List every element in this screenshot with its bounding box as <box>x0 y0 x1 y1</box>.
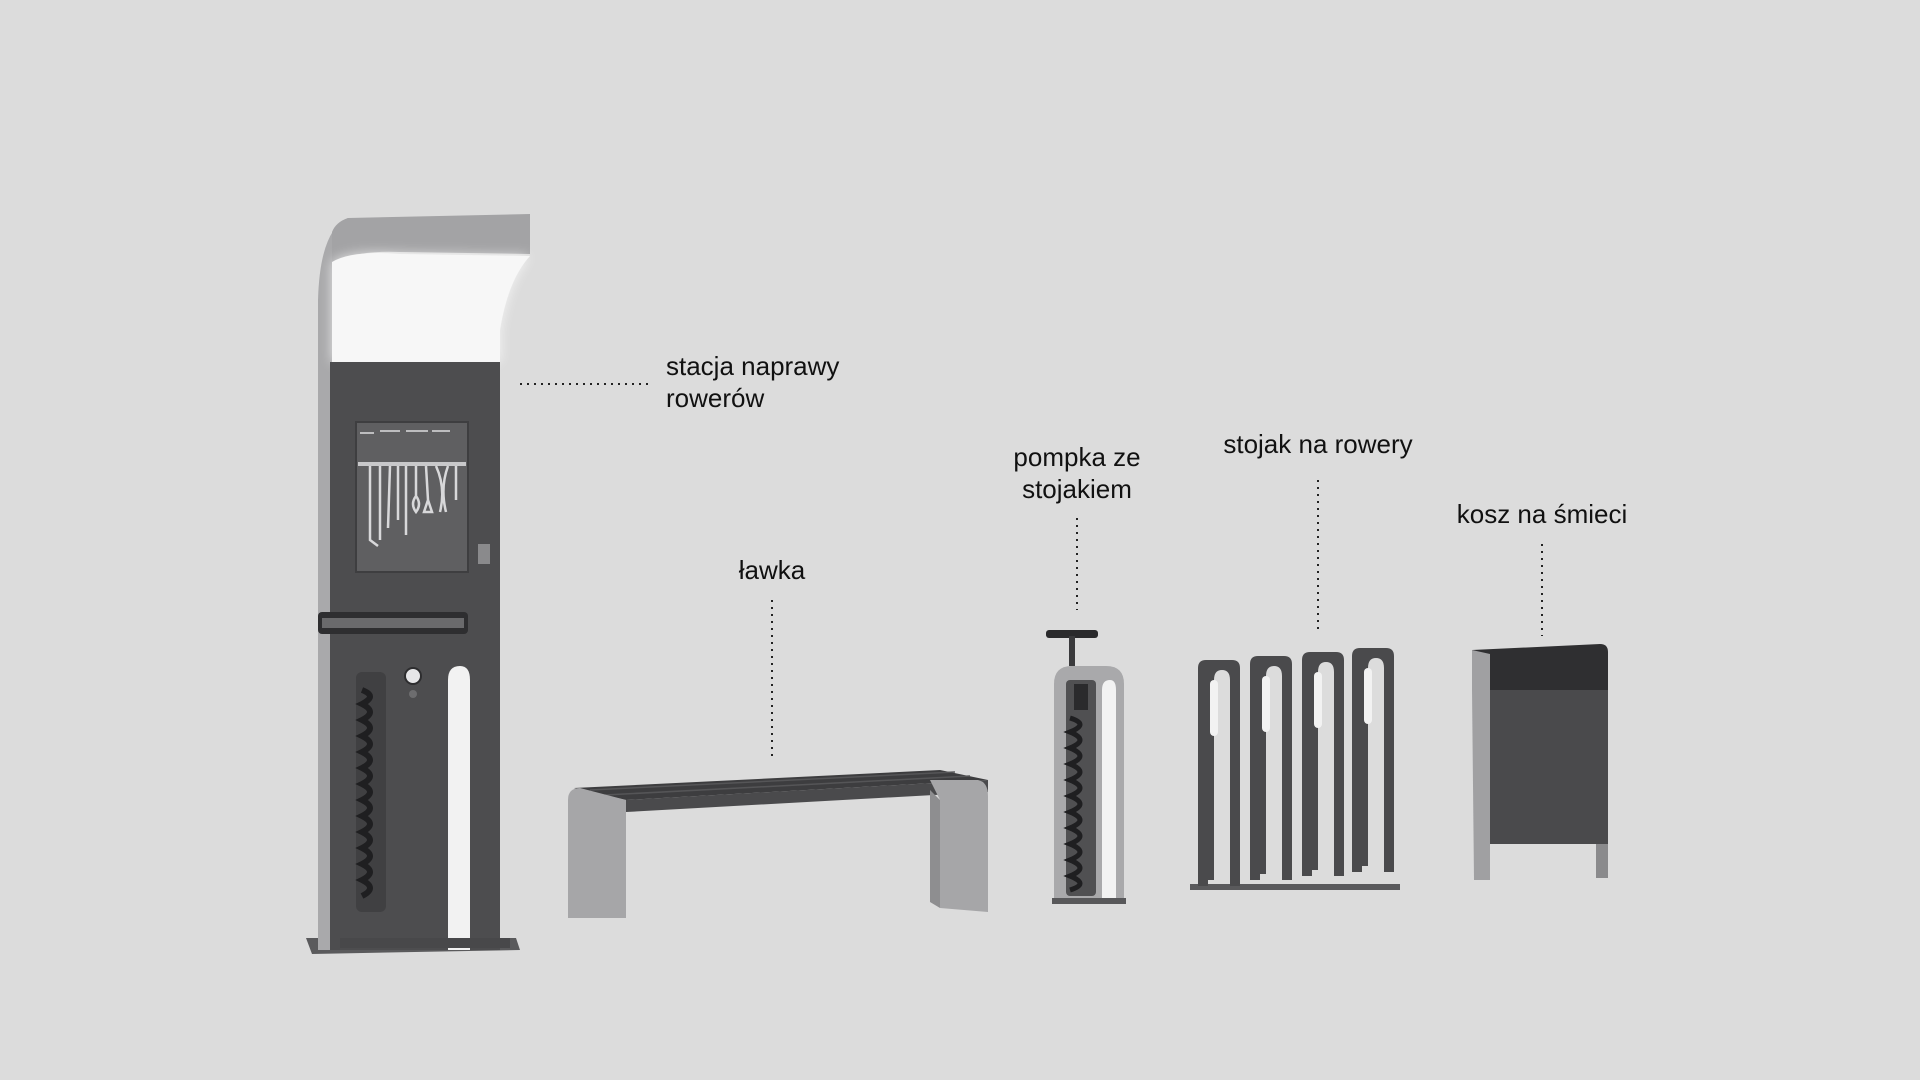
valve-icon <box>409 690 417 698</box>
repair-station-foot <box>340 938 510 948</box>
bike-rack-loop <box>1352 648 1394 872</box>
pump-with-stand <box>1046 630 1126 904</box>
pump-handle <box>1046 630 1098 638</box>
label-repair-station: stacja naprawy rowerów <box>666 350 839 414</box>
bench <box>568 770 988 918</box>
pump-shaft <box>1069 636 1075 666</box>
repair-station-cutout <box>448 666 470 950</box>
qr-code-icon <box>478 544 490 564</box>
label-pump-line1: pompka ze <box>1013 442 1141 472</box>
label-pump: pompka ze stojakiem <box>997 441 1157 505</box>
label-bike-rack: stojak na rowery <box>1223 429 1413 459</box>
bench-left-leg <box>568 788 626 918</box>
label-repair-station-line2: rowerów <box>666 383 765 413</box>
leader-lines <box>520 383 1543 760</box>
trash-bin-side <box>1472 650 1490 880</box>
trash-bin-lid <box>1472 644 1608 694</box>
pressure-gauge-icon <box>404 667 422 685</box>
bike-holder-slot <box>322 618 464 628</box>
tools-icon <box>368 465 458 547</box>
bench-seat <box>574 770 988 800</box>
label-repair-station-line1: stacja naprawy <box>666 351 840 381</box>
bike-rack-base <box>1190 884 1400 890</box>
repair-station-hood <box>332 214 530 262</box>
label-bench: ławka <box>738 555 806 585</box>
bike-rack <box>1190 648 1400 890</box>
pump-cylinder <box>1074 684 1088 710</box>
lamp-light-icon <box>332 253 530 362</box>
trash-bin-leg-right <box>1596 844 1608 878</box>
pump-hose-icon <box>1063 715 1083 893</box>
trash-bin-body <box>1490 690 1608 844</box>
bike-rack-loops <box>1198 648 1394 886</box>
tool-board <box>355 421 469 573</box>
label-trash-bin: kosz na śmieci <box>1456 499 1628 529</box>
bench-seat-edge <box>626 780 988 812</box>
bench-right-leg-shade <box>930 790 940 908</box>
label-pump-line2: stojakiem <box>1022 474 1132 504</box>
bench-slats <box>589 771 971 796</box>
pump-cutout <box>1102 680 1116 898</box>
tool-rail <box>358 462 466 466</box>
bench-right-leg <box>930 780 988 912</box>
bike-rack-loop <box>1198 660 1240 886</box>
coiled-hose-icon <box>355 687 373 899</box>
bike-rack-loop <box>1250 656 1292 880</box>
bike-rack-loop <box>1302 652 1344 876</box>
trash-bin <box>1472 644 1608 880</box>
repair-station <box>306 214 530 954</box>
trash-bin-leg-left <box>1474 844 1486 880</box>
tool-board-labels <box>360 430 450 434</box>
pump-base <box>1052 898 1126 904</box>
